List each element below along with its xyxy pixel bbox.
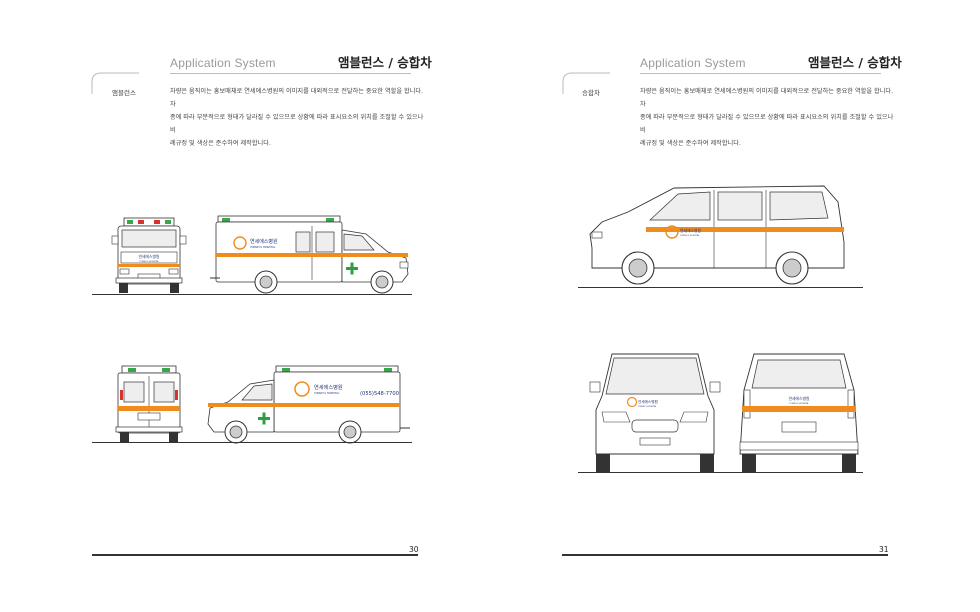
header-korean-title: 앰블런스 / 승합차 bbox=[338, 55, 432, 70]
ground-line bbox=[92, 442, 412, 443]
hospital-name-text: 연세에스병원 YONSEI S HOSPITAL bbox=[638, 399, 658, 408]
description-line: 차량은 움직이는 홍보매체로 연세에스병원의 이미지를 대외적으로 전달하는 중… bbox=[640, 88, 894, 108]
page-left: Application System 앰블런스 / 승합차 앰블런스 차량은 움… bbox=[91, 55, 432, 556]
description-line: 례규정 및 색상은 준수하여 제작합니다. bbox=[640, 140, 741, 147]
van-side-view: 연세에스병원 YONSEI S HOSPITAL bbox=[589, 185, 845, 285]
svg-text:YONSEI S HOSPITAL: YONSEI S HOSPITAL bbox=[139, 260, 159, 263]
svg-text:YONSEI S HOSPITAL: YONSEI S HOSPITAL bbox=[314, 391, 340, 395]
van-rear-view: 연세에스병원 YONSEI S HOSPITAL bbox=[739, 353, 859, 472]
page-number: 31 bbox=[879, 545, 889, 554]
hospital-name-text: 연세에스병원 YONSEI S HOSPITAL bbox=[314, 383, 343, 395]
hospital-name-text: 연세에스병원 YONSEI S HOSPITAL bbox=[139, 254, 160, 263]
ground-line bbox=[578, 287, 863, 288]
page-number: 30 bbox=[409, 545, 419, 554]
svg-text:YONSEI S HOSPITAL: YONSEI S HOSPITAL bbox=[680, 234, 700, 237]
footer-rule bbox=[92, 554, 418, 556]
svg-text:연세에스병원: 연세에스병원 bbox=[638, 399, 658, 404]
description: 차량은 움직이는 홍보매체로 연세에스병원의 이미지를 대외적으로 전달하는 중… bbox=[640, 85, 900, 150]
svg-text:YONSEI S HOSPITAL: YONSEI S HOSPITAL bbox=[250, 245, 276, 249]
header-title: Application System bbox=[640, 56, 746, 70]
hospital-name-text: 연세에스병원 YONSEI S HOSPITAL bbox=[680, 228, 701, 237]
svg-text:연세에스병원: 연세에스병원 bbox=[250, 238, 278, 245]
header-rule bbox=[170, 73, 411, 74]
header-title: Application System bbox=[170, 56, 276, 70]
phone-number: (055)548-7700 bbox=[360, 391, 399, 397]
ambulance-side-view-left: 연세에스병원 YONSEI S HOSPITAL (055)548-7700 bbox=[207, 365, 410, 444]
description: 차량은 움직이는 홍보매체로 연세에스병원의 이미지를 대외적으로 전달하는 중… bbox=[170, 85, 430, 150]
ambulance-rear-view bbox=[115, 365, 183, 443]
description-line: 차량은 움직이는 홍보매체로 연세에스병원의 이미지를 대외적으로 전달하는 중… bbox=[170, 88, 424, 108]
side-label: 승합차 bbox=[582, 89, 600, 97]
description-line: 종에 따라 부분적으로 형태가 달라질 수 있으므로 상황에 따라 표시요소의 … bbox=[170, 114, 424, 134]
footer-rule bbox=[562, 554, 888, 556]
header-korean-title: 앰블런스 / 승합차 bbox=[808, 55, 902, 70]
side-tab-curve bbox=[562, 72, 610, 94]
ambulance-side-view-right: 연세에스병원 YONSEI S HOSPITAL bbox=[210, 215, 409, 294]
hospital-name-text: 연세에스병원 YONSEI S HOSPITAL bbox=[250, 238, 278, 249]
van-front-view: 연세에스병원 YONSEI S HOSPITAL bbox=[589, 353, 721, 472]
svg-text:YONSEI S HOSPITAL: YONSEI S HOSPITAL bbox=[638, 405, 657, 408]
ground-line bbox=[578, 472, 863, 473]
svg-text:연세에스병원: 연세에스병원 bbox=[789, 396, 810, 401]
hospital-name-text: 연세에스병원 YONSEI S HOSPITAL bbox=[789, 396, 810, 405]
ground-line bbox=[92, 294, 412, 295]
svg-text:연세에스병원: 연세에스병원 bbox=[314, 383, 343, 391]
page-right: Application System 앰블런스 / 승합차 승합차 차량은 움직… bbox=[490, 0, 980, 612]
svg-text:YONSEI S HOSPITAL: YONSEI S HOSPITAL bbox=[789, 402, 809, 405]
side-tab-curve bbox=[91, 72, 139, 94]
svg-text:연세에스병원: 연세에스병원 bbox=[139, 254, 160, 259]
description-line: 례규정 및 색상은 준수하여 제작합니다. bbox=[170, 140, 271, 147]
header-rule bbox=[640, 73, 881, 74]
svg-text:연세에스병원: 연세에스병원 bbox=[680, 228, 701, 233]
side-label: 앰블런스 bbox=[112, 89, 136, 97]
ambulance-front-view: 연세에스병원 YONSEI S HOSPITAL bbox=[111, 217, 187, 293]
description-line: 종에 따라 부분적으로 형태가 달라질 수 있으므로 상황에 따라 표시요소의 … bbox=[640, 114, 894, 134]
